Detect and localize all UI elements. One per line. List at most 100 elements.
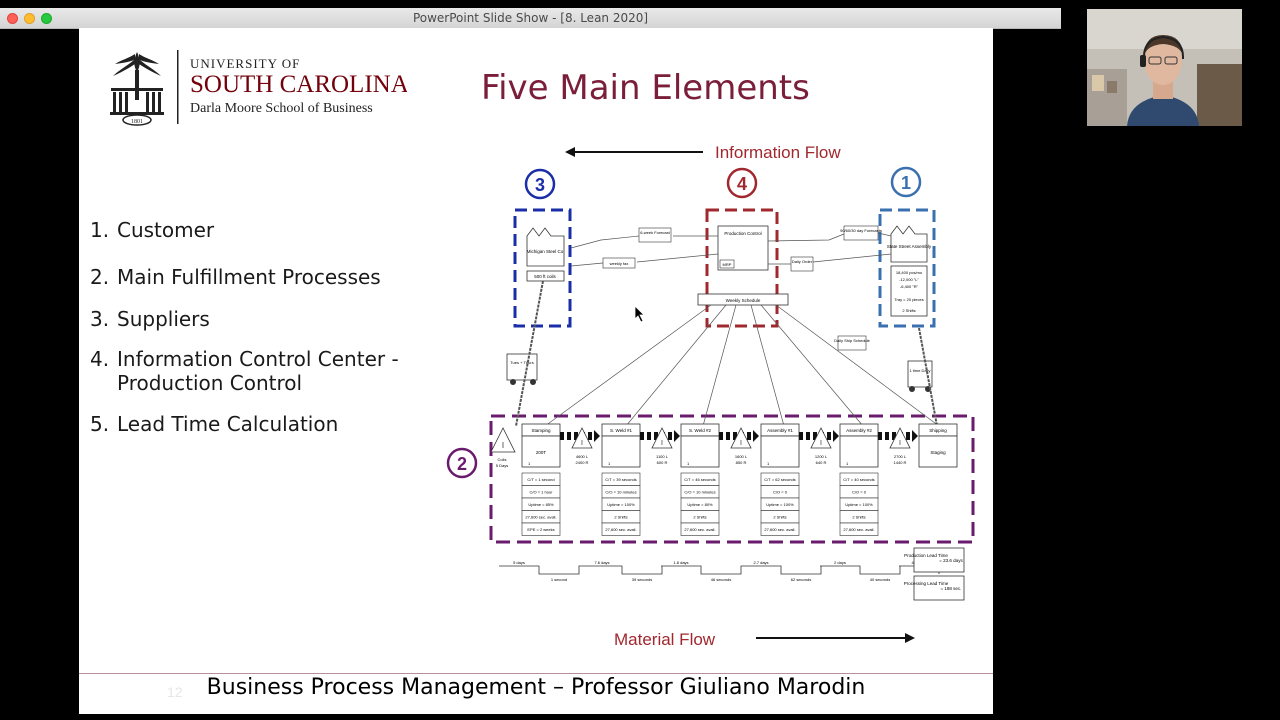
svg-text:Production Control: Production Control bbox=[724, 231, 761, 236]
svg-text:500 ft coils: 500 ft coils bbox=[534, 274, 556, 279]
logo-line1: UNIVERSITY OF bbox=[190, 56, 300, 71]
svg-text:3: 3 bbox=[535, 175, 545, 195]
list-item: Production Control bbox=[117, 371, 303, 395]
forecast-left-label: 6-week Forecast bbox=[640, 230, 670, 235]
svg-text:1100 L: 1100 L bbox=[656, 454, 669, 459]
svg-text:2700 L: 2700 L bbox=[894, 454, 907, 459]
production-control-box: Production Control MRP Weekly Schedule bbox=[697, 225, 789, 306]
minimize-button[interactable] bbox=[24, 13, 35, 24]
customer-factory: State Street Assembly 18,400 pcs/mo -12,… bbox=[887, 225, 932, 317]
weekly-fax-label: weekly fax bbox=[610, 261, 629, 266]
coils-label: Coils bbox=[498, 457, 507, 462]
lead-time-box: Production Lead Time = 23.6 days Process… bbox=[904, 547, 965, 601]
list-item: 4.Information Control Center - bbox=[90, 347, 399, 371]
svg-text:2 Shifts: 2 Shifts bbox=[693, 515, 706, 520]
svg-text:C/T = 39 seconds: C/T = 39 seconds bbox=[605, 477, 636, 482]
svg-text:850 R: 850 R bbox=[736, 460, 747, 465]
coils-days: 5 Days bbox=[496, 463, 508, 468]
svg-text:-12,000 "L": -12,000 "L" bbox=[899, 277, 919, 282]
svg-text:Tues + Thurs: Tues + Thurs bbox=[510, 360, 533, 365]
webcam-video bbox=[1087, 9, 1242, 126]
svg-text:1: 1 bbox=[846, 461, 849, 466]
svg-text:MRP: MRP bbox=[723, 262, 732, 267]
svg-text:Uptime = 80%: Uptime = 80% bbox=[687, 502, 713, 507]
svg-text:27,600 sec. avail.: 27,600 sec. avail. bbox=[843, 527, 874, 532]
svg-text:640 R: 640 R bbox=[816, 460, 827, 465]
zoom-button[interactable] bbox=[41, 13, 52, 24]
supplier-factory: Michigan Steel Co 500 ft coils bbox=[526, 227, 565, 282]
slide-footer: Business Process Management – Professor … bbox=[206, 675, 866, 700]
svg-text:I: I bbox=[502, 441, 504, 450]
svg-text:Processing Lead Time: Processing Lead Time bbox=[904, 581, 949, 586]
svg-text:1200 L: 1200 L bbox=[815, 454, 828, 459]
daily-order-label: Daily Order bbox=[792, 259, 813, 264]
svg-text:Uptime = 100%: Uptime = 100% bbox=[845, 502, 873, 507]
list-item: 5.Lead Time Calculation bbox=[90, 412, 339, 436]
svg-text:I: I bbox=[820, 440, 822, 447]
svg-text:1: 1 bbox=[901, 173, 911, 193]
svg-text:7.6 days: 7.6 days bbox=[594, 560, 609, 565]
svg-text:C/T = 46 seconds: C/T = 46 seconds bbox=[684, 477, 715, 482]
logo-line2: SOUTH CAROLINA bbox=[190, 71, 407, 98]
svg-text:2.7 days: 2.7 days bbox=[753, 560, 768, 565]
svg-text:Production Lead Time: Production Lead Time bbox=[904, 553, 948, 558]
svg-text:-6,400 "R": -6,400 "R" bbox=[900, 284, 919, 289]
close-button[interactable] bbox=[7, 13, 18, 24]
svg-text:1: 1 bbox=[767, 461, 770, 466]
truck-right: 1 time Daily bbox=[907, 360, 933, 392]
svg-text:S. Weld #1: S. Weld #1 bbox=[610, 428, 632, 433]
svg-text:2 Shifts: 2 Shifts bbox=[614, 515, 627, 520]
daily-ship-label: Daily Ship Schedule bbox=[834, 338, 871, 343]
svg-text:5 days: 5 days bbox=[513, 560, 525, 565]
logo-line3: Darla Moore School of Business bbox=[190, 101, 373, 116]
svg-text:18,400 pcs/mo: 18,400 pcs/mo bbox=[896, 270, 923, 275]
page-number: 12 bbox=[167, 684, 183, 700]
svg-text:C/T = 1 second: C/T = 1 second bbox=[527, 477, 554, 482]
svg-text:4: 4 bbox=[737, 174, 747, 194]
marker-3: 3 bbox=[524, 168, 556, 200]
svg-text:1: 1 bbox=[608, 461, 611, 466]
svg-text:Assembly #1: Assembly #1 bbox=[767, 428, 793, 433]
svg-text:Tray = 20 pieces: Tray = 20 pieces bbox=[894, 297, 924, 302]
svg-text:State Street Assembly: State Street Assembly bbox=[887, 244, 932, 249]
svg-text:Shipping: Shipping bbox=[929, 428, 947, 433]
marker-1: 1 bbox=[890, 166, 922, 198]
marker-4: 4 bbox=[726, 167, 758, 199]
list-item: 1.Customer bbox=[90, 218, 215, 242]
svg-text:1.8 days: 1.8 days bbox=[673, 560, 688, 565]
list-item: 2.Main Fulfillment Processes bbox=[90, 265, 381, 289]
svg-text:62 seconds: 62 seconds bbox=[791, 577, 811, 582]
svg-text:2 Shifts: 2 Shifts bbox=[902, 308, 915, 313]
svg-text:2 Shifts: 2 Shifts bbox=[773, 515, 786, 520]
svg-text:1: 1 bbox=[528, 461, 531, 466]
svg-text:600 R: 600 R bbox=[657, 460, 668, 465]
svg-text:1 time Daily: 1 time Daily bbox=[910, 368, 931, 373]
university-logo: 1801 UNIVERSITY OF SOUTH CAROLINA Darla … bbox=[110, 50, 407, 126]
svg-text:Assembly #2: Assembly #2 bbox=[846, 428, 872, 433]
slide[interactable]: 1801 UNIVERSITY OF SOUTH CAROLINA Darla … bbox=[79, 28, 993, 714]
svg-text:Weekly Schedule: Weekly Schedule bbox=[726, 298, 761, 303]
footer-divider bbox=[79, 673, 993, 674]
svg-text:I: I bbox=[661, 440, 663, 447]
svg-text:Staging: Staging bbox=[930, 450, 946, 455]
seal-year: 1801 bbox=[131, 119, 143, 125]
material-flow-label: Material Flow bbox=[614, 630, 716, 649]
svg-text:I: I bbox=[899, 440, 901, 447]
svg-text:= 23.6 days: = 23.6 days bbox=[939, 558, 963, 563]
svg-text:46 seconds: 46 seconds bbox=[711, 577, 731, 582]
svg-text:I: I bbox=[581, 440, 583, 447]
svg-text:C/O = 10 minutes: C/O = 10 minutes bbox=[605, 490, 636, 495]
palmetto-seal-icon bbox=[110, 52, 164, 126]
svg-text:C/O = 10 minutes: C/O = 10 minutes bbox=[684, 490, 715, 495]
window-title: PowerPoint Slide Show - [8. Lean 2020] bbox=[412, 11, 649, 25]
